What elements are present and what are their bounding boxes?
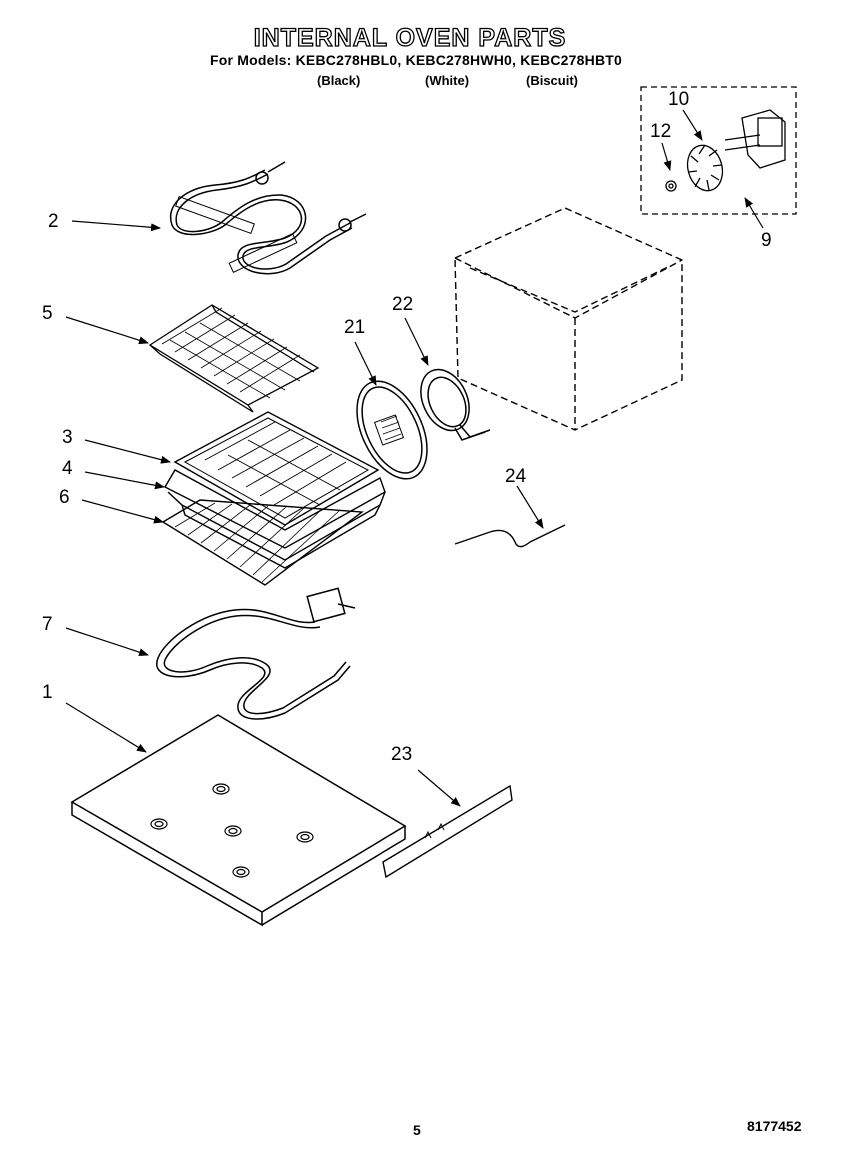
callout-12: 12 <box>650 121 672 142</box>
leader-2 <box>71 220 161 232</box>
leader-6 <box>81 499 164 524</box>
leader-1 <box>65 702 147 753</box>
leader-9 <box>744 197 764 229</box>
leader-24 <box>516 485 544 529</box>
leader-7 <box>65 627 149 656</box>
reflector-shield <box>148 304 320 413</box>
leader-22 <box>404 317 429 366</box>
bake-element <box>156 587 356 720</box>
document-number: 8177452 <box>747 1118 802 1134</box>
leader-4 <box>84 471 165 490</box>
leader-23 <box>417 769 461 807</box>
leader-21 <box>354 341 377 386</box>
callout-23: 23 <box>391 744 413 765</box>
color-biscuit: (Biscuit) <box>526 73 578 88</box>
callout-21: 21 <box>344 317 366 338</box>
callout-10: 10 <box>668 89 690 110</box>
diagram-title: INTERNAL OVEN PARTS <box>253 23 567 52</box>
callout-7: 7 <box>42 614 53 635</box>
oven-cavity <box>454 207 683 431</box>
oven-rack <box>161 499 364 586</box>
color-white: (White) <box>425 73 470 88</box>
callout-6: 6 <box>59 487 70 508</box>
callout-1: 1 <box>42 682 53 703</box>
callout-5: 5 <box>42 303 53 324</box>
convection-fan-cover <box>356 380 428 480</box>
leader-10 <box>682 109 703 141</box>
leader-5 <box>65 316 149 345</box>
broil-element <box>169 161 367 275</box>
model-numbers: For Models: KEBC278HBL0, KEBC278HWH0, KE… <box>210 52 622 68</box>
bottom-trim-strip <box>382 784 513 879</box>
color-black: (Black) <box>317 73 361 88</box>
callout-4: 4 <box>62 458 73 479</box>
callout-3: 3 <box>62 427 73 448</box>
broiler-pan <box>164 469 386 569</box>
callout-2: 2 <box>48 211 59 232</box>
oven-bottom-panel <box>70 714 407 927</box>
callout-9: 9 <box>761 230 772 251</box>
callout-22: 22 <box>392 294 414 315</box>
temperature-sensor <box>454 524 566 548</box>
leader-3 <box>84 439 171 464</box>
callout-24: 24 <box>505 466 527 487</box>
convection-element <box>420 368 491 441</box>
leader-12 <box>661 142 672 171</box>
page-number: 5 <box>413 1122 421 1138</box>
